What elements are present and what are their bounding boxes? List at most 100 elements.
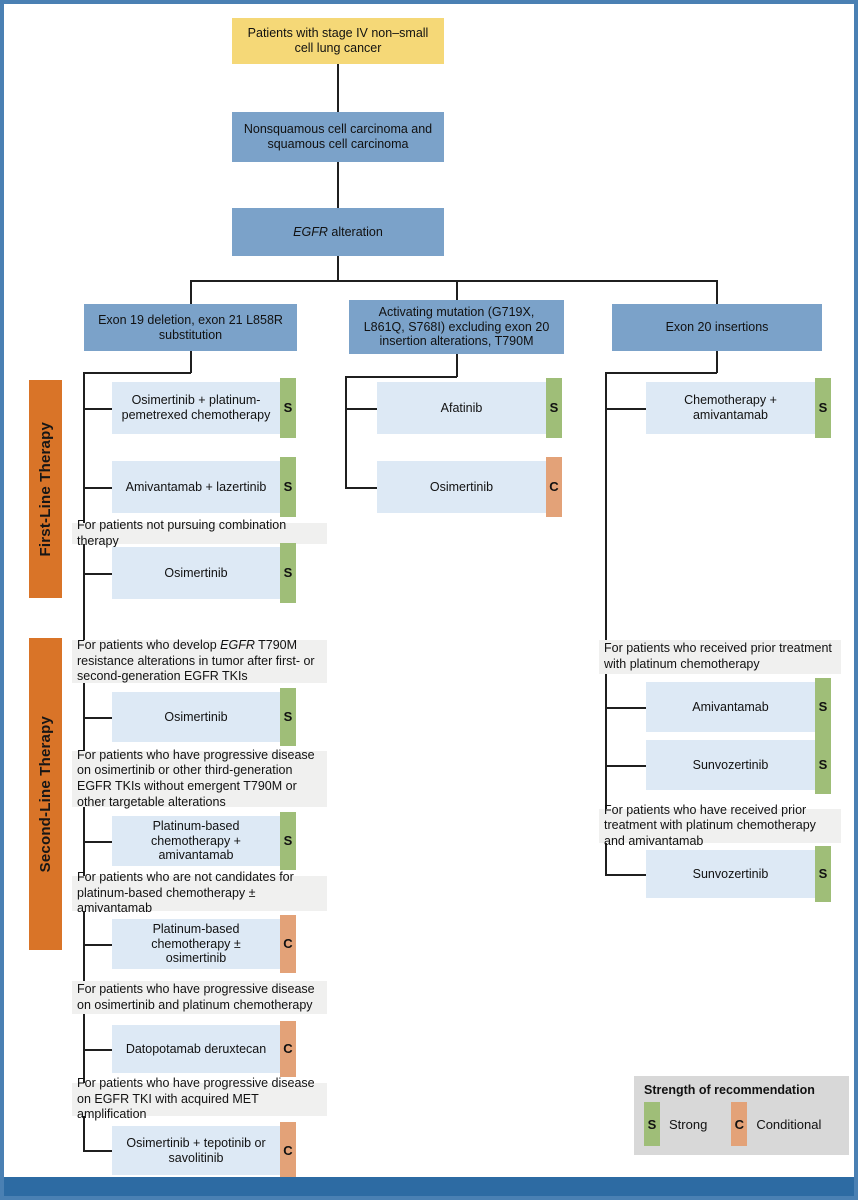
connector-line [83, 487, 113, 489]
treatment-box-osimertinib-uncommon: Osimertinib C [377, 457, 562, 517]
treatment-box-afatinib: Afatinib S [377, 378, 562, 438]
note-text: For patients not pursuing combination th… [77, 517, 287, 548]
branch-exon19-l858r: Exon 19 deletion, exon 21 L858R substitu… [84, 304, 297, 351]
connector-line [605, 765, 647, 767]
connector-line [83, 944, 113, 946]
second-line-therapy-bar: Second-Line Therapy [29, 638, 62, 950]
treatment-label: Sunvozertinib [692, 866, 769, 881]
treatment-box-osimertinib-monotherapy: Osimertinib S [112, 543, 296, 603]
note-text: For patients who have progressive diseas… [77, 747, 315, 809]
connector-line [83, 408, 113, 410]
connector-line [716, 351, 718, 373]
note-t790m-resistance: For patients who develop EGFR T790M resi… [72, 638, 327, 684]
grade-tag-strong: S [546, 378, 562, 438]
legend: Strength of recommendation S Strong C Co… [634, 1076, 849, 1155]
connector-line [83, 717, 113, 719]
treatment-box-osimertinib-tepotinib-savolitinib: Osimertinib + tepotinib or savolitinib C [112, 1122, 296, 1179]
connector-line [337, 256, 339, 281]
treatment-label: Platinum-based chemotherapy + amivantama… [151, 818, 241, 863]
grade-tag-strong: S [280, 688, 296, 746]
root-box-label: Patients with stage IV non–small cell lu… [247, 26, 429, 55]
connector-line [716, 280, 718, 305]
treatment-label: Osimertinib + platinum-pemetrexed chemot… [121, 393, 271, 422]
note-text: For patients who have progressive diseas… [77, 1076, 315, 1122]
note-prior-platinum-chemo: For patients who received prior treatmen… [599, 640, 841, 674]
connector-line [190, 280, 717, 282]
treatment-box-osimertinib-platinum-pemetrexed: Osimertinib + platinum-pemetrexed chemot… [112, 378, 296, 438]
connector-line [456, 354, 458, 377]
treatment-label: Amivantamab + lazertinib [125, 479, 267, 494]
treatment-box-datopotamab-deruxtecan: Datopotamab deruxtecan C [112, 1021, 296, 1077]
treatment-label: Osimertinib [164, 709, 228, 724]
connector-line [337, 64, 339, 112]
treatment-label: Amivantamab [692, 699, 769, 714]
grade-tag-strong: S [280, 812, 296, 870]
grade-tag-conditional: C [280, 915, 296, 973]
grade-tag-strong: S [280, 543, 296, 603]
connector-line [605, 372, 607, 875]
grade-tag-strong: S [815, 846, 831, 902]
legend-items: S Strong C Conditional [644, 1102, 839, 1146]
first-line-therapy-bar: First-Line Therapy [29, 380, 62, 598]
branch-exon19-l858r-label: Exon 19 deletion, exon 21 L858R substitu… [98, 312, 283, 342]
note-progressive-third-gen-tki: For patients who have progressive diseas… [72, 748, 327, 809]
legend-conditional-label: Conditional [756, 1116, 822, 1132]
connector-line [345, 487, 378, 489]
connector-line [83, 372, 191, 374]
treatment-label: Datopotamab deruxtecan [125, 1041, 267, 1056]
note-progressive-osimertinib-platinum: For patients who have progressive diseas… [72, 981, 327, 1014]
connector-line [456, 280, 458, 301]
treatment-label: Osimertinib [429, 479, 494, 494]
legend-strong-label: Strong [669, 1116, 708, 1132]
grade-tag-strong: S [280, 378, 296, 438]
treatment-box-amivantamab: Amivantamab S [646, 678, 831, 736]
grade-tag-conditional: C [280, 1122, 296, 1179]
note-progressive-met-amplification: For patients who have progressive diseas… [72, 1076, 327, 1121]
treatment-box-platinum-chemo-amivantamab: Platinum-based chemotherapy + amivantama… [112, 812, 296, 870]
treatment-label: Afatinib [440, 400, 483, 415]
note-text: For patients who received prior treatmen… [604, 641, 832, 671]
second-line-therapy-label: Second-Line Therapy [37, 715, 54, 873]
legend-conditional-swatch: C [731, 1102, 748, 1146]
treatment-box-amivantamab-lazertinib: Amivantamab + lazertinib S [112, 457, 296, 517]
egfr-alteration-box: EGFR alteration [232, 208, 444, 256]
treatment-box-osimertinib-t790m: Osimertinib S [112, 688, 296, 746]
connector-line [83, 1150, 113, 1152]
connector-line [605, 372, 717, 374]
connector-line [605, 874, 647, 876]
egfr-alteration-label: EGFR alteration [293, 225, 383, 240]
treatment-box-sunvozertinib-2: Sunvozertinib S [646, 846, 831, 902]
note-text: For patients who have received prior tre… [604, 802, 816, 848]
note-not-candidates-platinum: For patients who are not candidates for … [72, 870, 327, 915]
note-text: For patients who are not candidates for … [77, 870, 294, 916]
connector-line [345, 376, 347, 488]
note-text: For patients who have progressive diseas… [77, 981, 315, 1012]
treatment-label: Osimertinib [164, 565, 228, 580]
grade-tag-strong: S [815, 736, 831, 794]
egfr-rest-text: alteration [327, 224, 383, 239]
connector-line [83, 573, 113, 575]
legend-item-strong: S Strong [644, 1102, 707, 1146]
connector-line [190, 351, 192, 373]
root-box: Patients with stage IV non–small cell lu… [232, 18, 444, 64]
branch-activating-mutation: Activating mutation (G719X, L861Q, S768I… [349, 300, 564, 354]
note-text-post: T790M resistance alterations in tumor af… [77, 638, 315, 684]
grade-tag-conditional: C [280, 1021, 296, 1077]
histology-box-label: Nonsquamous cell carcinoma and squamous … [243, 122, 433, 151]
legend-title: Strength of recommendation [644, 1083, 815, 1097]
grade-tag-strong: S [280, 457, 296, 517]
connector-line [337, 162, 339, 208]
connector-line [605, 707, 647, 709]
bottom-border-bar [4, 1177, 854, 1196]
legend-strong-swatch: S [644, 1102, 660, 1146]
connector-line [83, 841, 113, 843]
treatment-label: Platinum-based chemotherapy ± osimertini… [151, 921, 241, 966]
treatment-box-platinum-chemo-osimertinib: Platinum-based chemotherapy ± osimertini… [112, 915, 296, 973]
treatment-label: Chemotherapy + amivantamab [684, 393, 777, 422]
connector-line [605, 408, 647, 410]
connector-line [190, 280, 192, 305]
branch-exon20-insertions: Exon 20 insertions [612, 304, 822, 351]
treatment-label: Osimertinib + tepotinib or savolitinib [126, 1135, 266, 1165]
egfr-gene-italic: EGFR [293, 224, 328, 239]
